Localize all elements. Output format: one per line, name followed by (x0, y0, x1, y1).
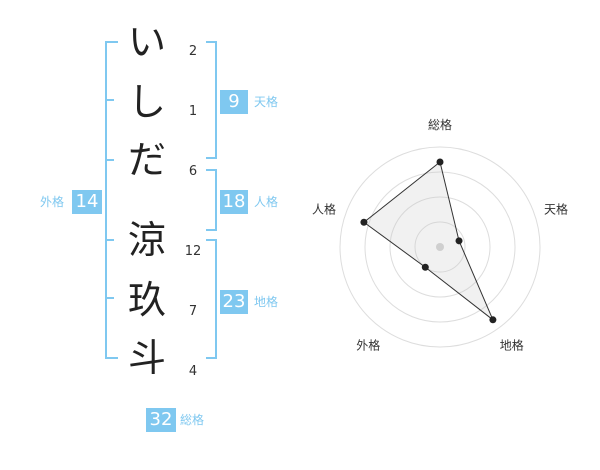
radar-axis-label-4: 外格 (356, 338, 380, 353)
gaikaku-bracket (105, 41, 118, 359)
stroke-count-3: 6 (188, 164, 198, 179)
stroke-count-1: 2 (188, 44, 198, 59)
radar-point-1 (436, 158, 444, 166)
tenkaku-badge: 9 (220, 90, 248, 114)
jinkaku-badge: 18 (220, 190, 248, 214)
soukaku-label: 総格 (180, 413, 205, 427)
tenkaku-bracket (206, 41, 217, 159)
stroke-count-2: 1 (188, 104, 198, 119)
radar-point-2 (455, 237, 463, 245)
radar-axis-label-2: 天格 (544, 201, 568, 216)
gaikaku-label: 外格 (40, 195, 65, 209)
chikaku-label: 地格 (254, 295, 279, 309)
name-char-2: し (127, 80, 166, 124)
tenkaku-label: 天格 (254, 95, 279, 109)
radar-point-5 (360, 218, 368, 226)
name-char-3: だ (127, 138, 166, 182)
radar-ring (339, 146, 541, 348)
stroke-count-4: 12 (184, 244, 202, 259)
soukaku-badge: 32 (146, 408, 176, 432)
radar-axis-label-3: 地格 (500, 338, 524, 353)
gaikaku-badge: 14 (72, 190, 102, 214)
radar-ring (414, 221, 466, 273)
radar-ring (389, 196, 491, 298)
chikaku-badge: 23 (220, 290, 248, 314)
radar-point-3 (489, 316, 497, 324)
radar-ring (364, 171, 516, 323)
name-char-4: 涼 (127, 218, 166, 262)
radar-center-dot (436, 243, 444, 251)
stroke-count-6: 4 (188, 364, 198, 379)
radar-polygon (363, 161, 494, 321)
name-char-1: い (127, 20, 166, 64)
radar-point-4 (421, 263, 429, 271)
stroke-count-5: 7 (188, 304, 198, 319)
chikaku-bracket (206, 239, 217, 359)
name-char-6: 斗 (127, 336, 166, 380)
jinkaku-bracket (206, 169, 217, 231)
jinkaku-label: 人格 (254, 195, 279, 209)
radar-axis-label-1: 総格 (428, 117, 452, 132)
radar-axis-label-5: 人格 (312, 201, 336, 216)
name-char-5: 玖 (127, 278, 166, 322)
